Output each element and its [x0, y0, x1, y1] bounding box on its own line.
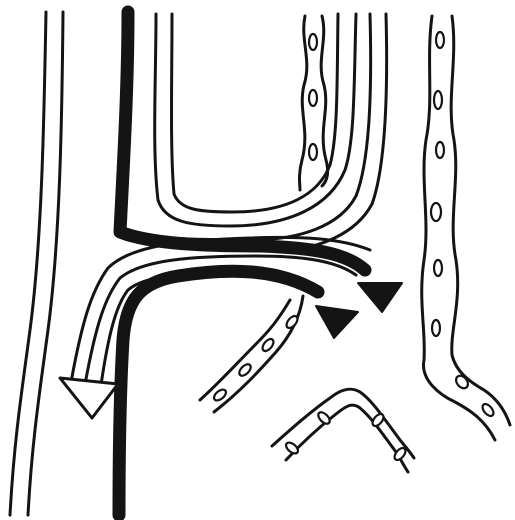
gap-dot	[431, 203, 441, 221]
gap-dot	[370, 412, 385, 428]
gap-dot	[480, 402, 495, 418]
gap-dot	[284, 440, 300, 455]
gap-dot	[309, 34, 317, 50]
gap-dot	[237, 362, 253, 378]
gap-dot	[436, 32, 444, 48]
gap-dot	[309, 144, 317, 160]
gap-dot	[212, 387, 228, 402]
lymph-capillary-right	[422, 16, 510, 440]
lymph-capillary-lower-left	[200, 296, 303, 412]
arrow-head-down	[60, 378, 118, 418]
gap-dot	[434, 91, 442, 109]
gap-dot	[432, 320, 440, 336]
arrow-head-middle	[316, 306, 358, 338]
gap-dot	[434, 260, 442, 276]
lymph-capillary-inverted-v	[272, 389, 414, 472]
gap-dot	[284, 314, 299, 330]
gap-dot	[316, 410, 332, 426]
lymph-capillary-upper-middle	[300, 16, 328, 190]
arrow-head-right	[358, 283, 402, 312]
gap-dot	[309, 90, 317, 106]
gap-dot	[436, 142, 444, 158]
gap-dot	[454, 373, 471, 390]
gap-dot	[260, 337, 275, 353]
upper-u-vessel	[140, 14, 387, 252]
left-vessel-wall	[10, 12, 63, 515]
